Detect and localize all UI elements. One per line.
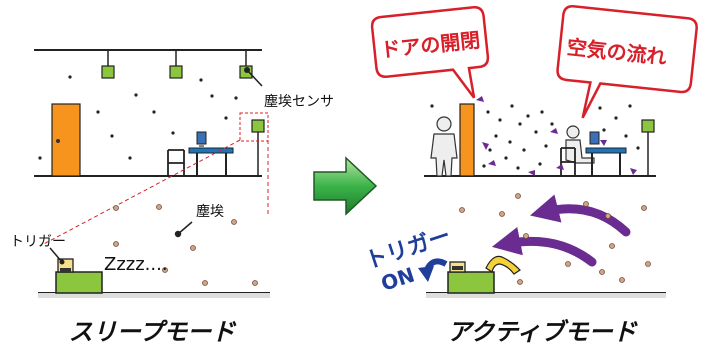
bubble-door: ドアの開閉 [370, 6, 490, 99]
zoom-lines [39, 139, 269, 247]
door [51, 103, 81, 177]
dust-label: 塵埃 [196, 203, 224, 220]
person-at-door-icon [430, 116, 458, 177]
active-mode-room [424, 96, 656, 177]
sleep-mode-room: 塵埃センサ [34, 49, 334, 177]
sensor-label: 塵埃センサ [264, 93, 334, 110]
desk-with-pc [167, 131, 234, 176]
swirl-marks [476, 96, 637, 176]
sensor-device-active [447, 261, 495, 294]
door-open [459, 103, 475, 177]
ceiling-lamp [169, 50, 183, 79]
airborne-dust [430, 104, 640, 170]
trigger-on-arrow-icon [418, 258, 448, 282]
air-flow-arrows [491, 194, 631, 267]
sleep-mode-sensor-detail: 塵埃 トリガー Zzzz.... [10, 203, 270, 298]
active-mode-caption: アクティブモード [447, 318, 638, 346]
person-at-desk-icon [560, 125, 595, 176]
dust-particles [38, 75, 238, 160]
ceiling-lamp [101, 50, 115, 79]
dust-sensor [641, 119, 655, 176]
bubble-air: 空気の流れ [556, 5, 698, 119]
transition-arrow-icon [313, 156, 378, 216]
sensor-flap-open-icon [485, 255, 521, 275]
desk-with-pc [585, 131, 627, 176]
trigger-label: トリガー [10, 234, 66, 250]
dust-sensor [239, 112, 269, 176]
active-mode-sensor-detail: トリガー ON [362, 193, 666, 298]
dust-particles [113, 204, 258, 286]
sleep-text: Zzzz.... [104, 254, 168, 275]
dust-particles [459, 193, 651, 285]
sleep-mode-caption: スリープモード [69, 318, 238, 346]
